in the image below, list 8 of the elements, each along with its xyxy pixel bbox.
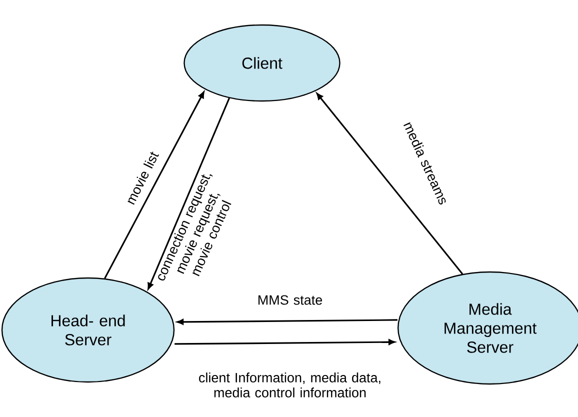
edge-label: movie list — [128, 152, 159, 205]
arrow — [148, 98, 230, 290]
arrow — [316, 93, 464, 274]
edge-label: MMS state — [258, 295, 322, 305]
edge-label: client Information, media data, media control information — [199, 372, 380, 398]
arrow — [174, 339, 396, 345]
arrow — [104, 92, 204, 279]
arrow — [177, 319, 398, 325]
